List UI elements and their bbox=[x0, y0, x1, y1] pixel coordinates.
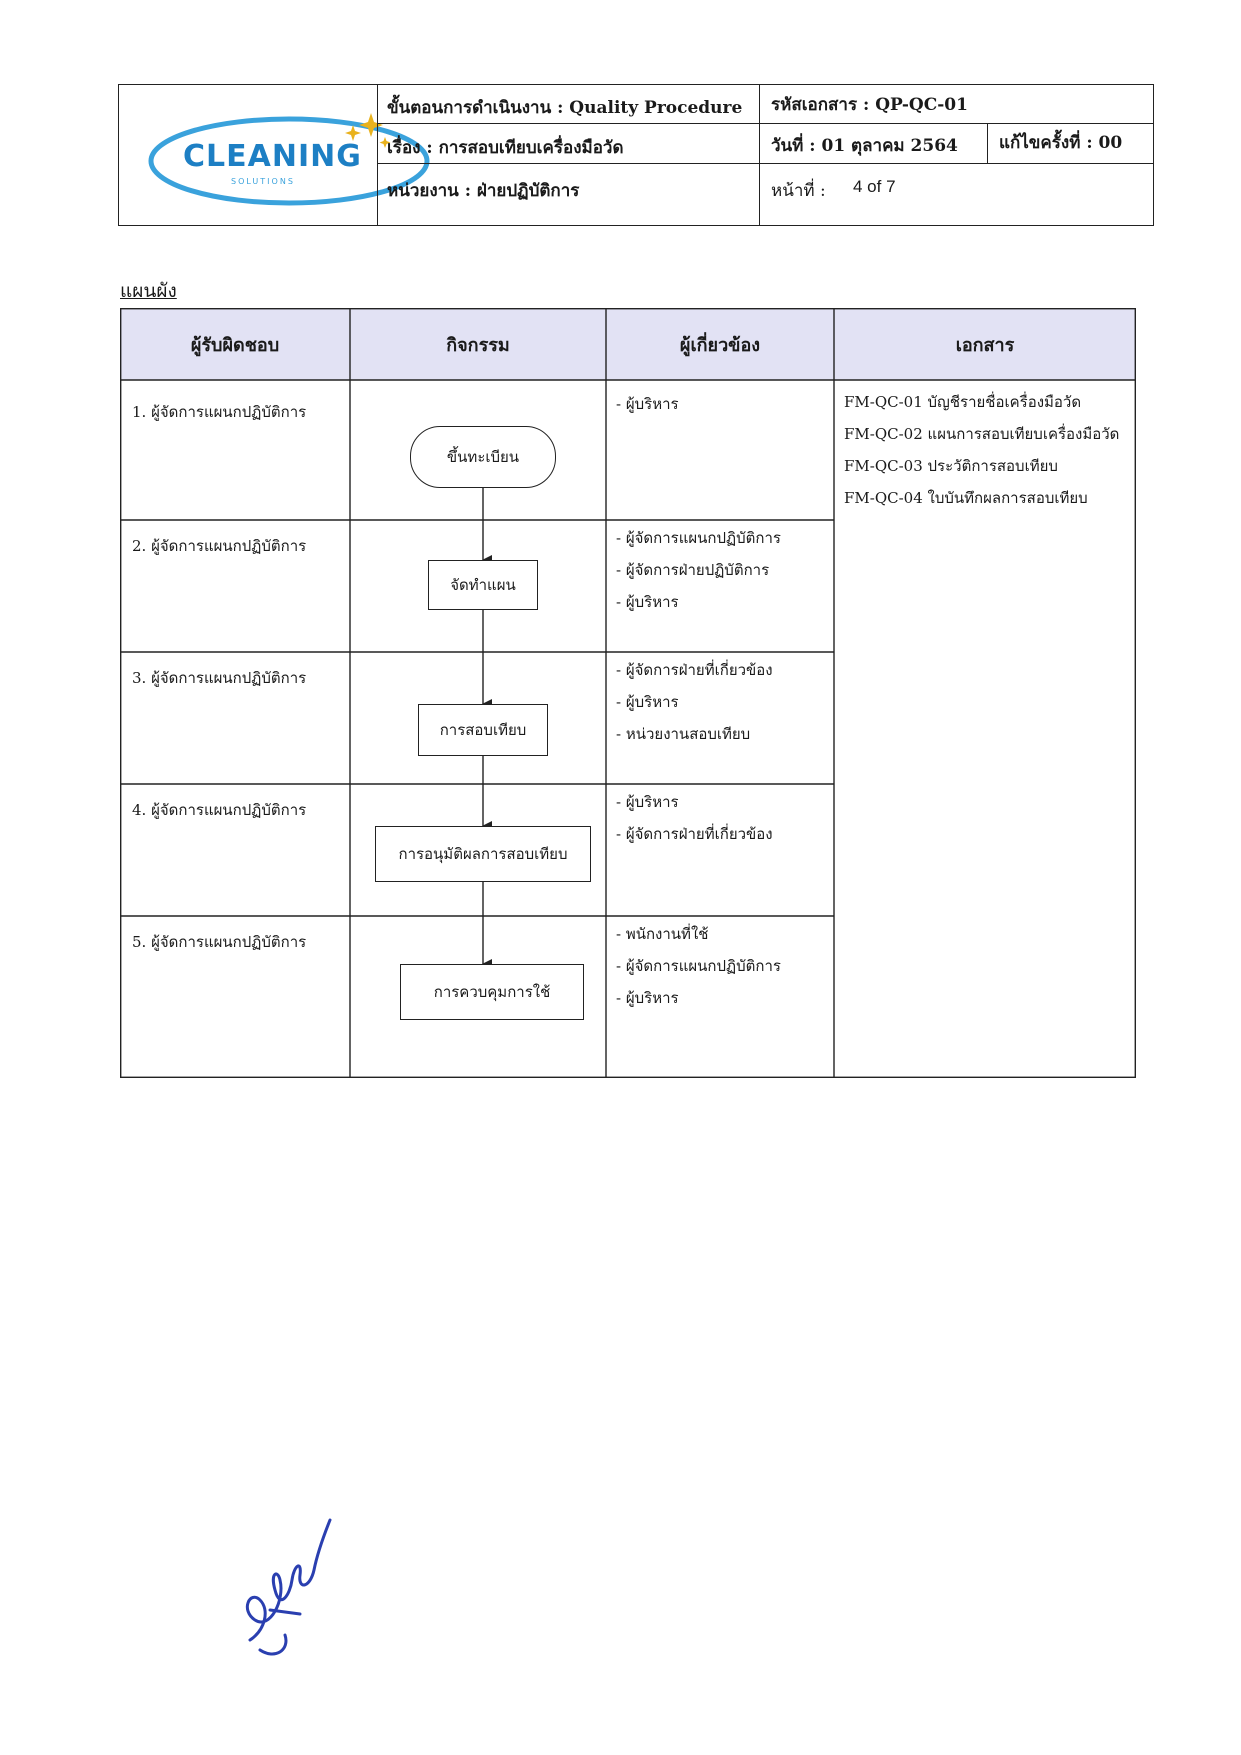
related-3-item-2: - ผู้บริหาร bbox=[616, 693, 679, 711]
document-code: รหัสเอกสาร : QP-QC-01 bbox=[771, 95, 968, 115]
responsible-2: 2. ผู้จัดการแผนกปฏิบัติการ bbox=[132, 537, 307, 555]
revision-number: แก้ไขครั้งที่ : 00 bbox=[999, 133, 1123, 153]
responsible-1: 1. ผู้จัดการแผนกปฏิบัติการ bbox=[132, 403, 307, 421]
department-label: หน่วยงาน : ฝ่ายปฏิบัติการ bbox=[387, 181, 580, 201]
page-label: หน้าที่ : bbox=[771, 181, 826, 201]
column-header-documents: เอกสาร bbox=[834, 308, 1136, 380]
related-2-item-1: - ผู้จัดการแผนกปฏิบัติการ bbox=[616, 529, 781, 547]
column-header-responsible: ผู้รับผิดชอบ bbox=[120, 308, 350, 380]
logo-subtext: SOLUTIONS bbox=[231, 177, 295, 186]
related-5-item-2: - ผู้จัดการแผนกปฏิบัติการ bbox=[616, 957, 781, 975]
table-grid bbox=[120, 308, 1136, 1078]
responsible-3: 3. ผู้จัดการแผนกปฏิบัติการ bbox=[132, 669, 307, 687]
related-4-item-1: - ผู้บริหาร bbox=[616, 793, 679, 811]
subject-title: เรื่อง : การสอบเทียบเครื่องมือวัด bbox=[387, 138, 624, 158]
responsible-4: 4. ผู้จัดการแผนกปฏิบัติการ bbox=[132, 801, 307, 819]
page-number: 4 of 7 bbox=[853, 177, 896, 196]
section-title: แผนผัง bbox=[120, 280, 177, 302]
activity-plan: จัดทำแผน bbox=[428, 560, 538, 610]
logo-text: CLEANING bbox=[183, 139, 362, 174]
responsible-5: 5. ผู้จัดการแผนกปฏิบัติการ bbox=[132, 933, 307, 951]
activity-calibrate: การสอบเทียบ bbox=[418, 704, 548, 756]
related-4-item-2: - ผู้จัดการฝ่ายที่เกี่ยวข้อง bbox=[616, 825, 773, 843]
procedure-title: ขั้นตอนการดำเนินงาน : Quality Procedure bbox=[387, 98, 743, 118]
document-fm-qc-01: FM-QC-01 บัญชีรายชื่อเครื่องมือวัด bbox=[844, 393, 1082, 411]
related-5-item-3: - ผู้บริหาร bbox=[616, 989, 679, 1007]
document-fm-qc-02: FM-QC-02 แผนการสอบเทียบเครื่องมือวัด bbox=[844, 425, 1120, 443]
column-header-activity: กิจกรรม bbox=[350, 308, 606, 380]
related-1-item-1: - ผู้บริหาร bbox=[616, 395, 679, 413]
related-2-item-3: - ผู้บริหาร bbox=[616, 593, 679, 611]
activity-approve: การอนุมัติผลการสอบเทียบ bbox=[375, 826, 591, 882]
handwritten-signature bbox=[245, 1518, 332, 1656]
flowchart-table: ผู้รับผิดชอบ กิจกรรม ผู้เกี่ยวข้อง เอกสา… bbox=[120, 308, 1136, 1078]
activity-control-use: การควบคุมการใช้ bbox=[400, 964, 584, 1020]
activity-register: ขึ้นทะเบียน bbox=[410, 426, 556, 488]
document-fm-qc-03: FM-QC-03 ประวัติการสอบเทียบ bbox=[844, 457, 1058, 475]
related-3-item-3: - หน่วยงานสอบเทียบ bbox=[616, 725, 751, 743]
logo-swoosh-icon bbox=[148, 113, 430, 206]
related-3-item-1: - ผู้จัดการฝ่ายที่เกี่ยวข้อง bbox=[616, 661, 773, 679]
document-header: CLEANING SOLUTIONS ขั้นตอนการดำเนินงาน :… bbox=[118, 84, 1154, 226]
related-2-item-2: - ผู้จัดการฝ่ายปฏิบัติการ bbox=[616, 561, 770, 579]
company-logo: CLEANING SOLUTIONS bbox=[139, 103, 439, 213]
document-fm-qc-04: FM-QC-04 ใบบันทึกผลการสอบเทียบ bbox=[844, 489, 1088, 507]
column-header-related: ผู้เกี่ยวข้อง bbox=[606, 308, 834, 380]
related-5-item-1: - พนักงานที่ใช้ bbox=[616, 925, 709, 943]
issue-date: วันที่ : 01 ตุลาคม 2564 bbox=[771, 136, 958, 156]
